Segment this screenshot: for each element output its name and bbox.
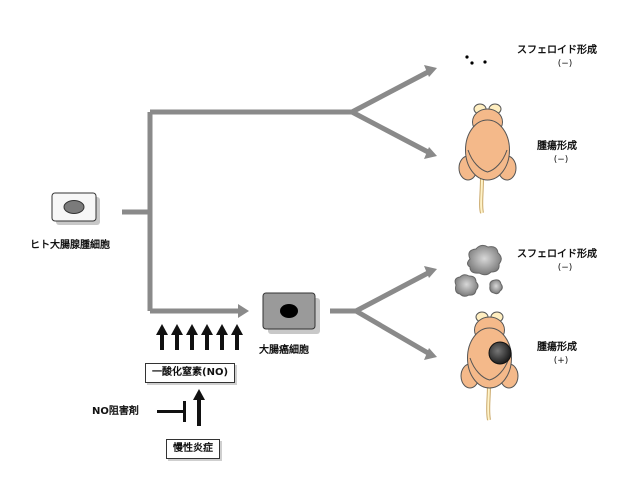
no-spheroid-dots: [465, 55, 487, 65]
arrowhead-upper-spheroid: [424, 65, 437, 77]
arrowhead-lower-spheroid: [424, 266, 437, 278]
up-arrow-icon: [171, 324, 183, 350]
cancer-cell-icon: [262, 292, 320, 334]
upper-spheroid-label: スフェロイド形成: [517, 45, 597, 56]
mouse-no-tumor-icon: [458, 103, 517, 214]
arrowhead-lower-tumor: [424, 348, 437, 360]
no-label-box: 一酸化窒素(NO): [145, 363, 236, 383]
lower-tumor-label: 腫瘍形成: [537, 342, 577, 353]
up-arrow-icon: [186, 324, 198, 350]
inhibitor-bar-icon: [157, 401, 186, 422]
upper-spheroid-sign: (−): [557, 59, 573, 69]
cancer-cell-label: 大腸癌細胞: [259, 345, 309, 356]
inflammation-arrow: [193, 389, 205, 426]
branch-arrowheads: [238, 65, 437, 360]
inflammation-label-box: 慢性炎症: [166, 439, 220, 459]
up-arrow-icon: [231, 324, 243, 350]
up-arrow-icon: [216, 324, 228, 350]
lower-tumor-sign: (+): [553, 356, 569, 366]
arrowhead-to-cancer-cell: [238, 304, 249, 318]
up-arrow-icon: [156, 324, 168, 350]
mouse-with-tumor-icon: [460, 311, 519, 421]
spheroid-blobs: [454, 244, 503, 297]
upper-tumor-sign: (−): [553, 155, 569, 165]
lower-spheroid-sign: (−): [557, 263, 573, 273]
no-increase-arrows: [156, 324, 243, 350]
branch-lines: [122, 69, 430, 356]
lower-spheroid-label: スフェロイド形成: [517, 249, 597, 260]
normal-cell-icon: [51, 192, 100, 225]
normal-cell-label: ヒト大腸腺腫細胞: [30, 240, 110, 251]
inhibitor-label: NO阻害剤: [92, 406, 139, 417]
tumor-mass: [488, 341, 512, 365]
upper-tumor-label: 腫瘍形成: [537, 141, 577, 152]
arrowhead-upper-tumor: [424, 147, 437, 159]
up-arrow-icon: [201, 324, 213, 350]
